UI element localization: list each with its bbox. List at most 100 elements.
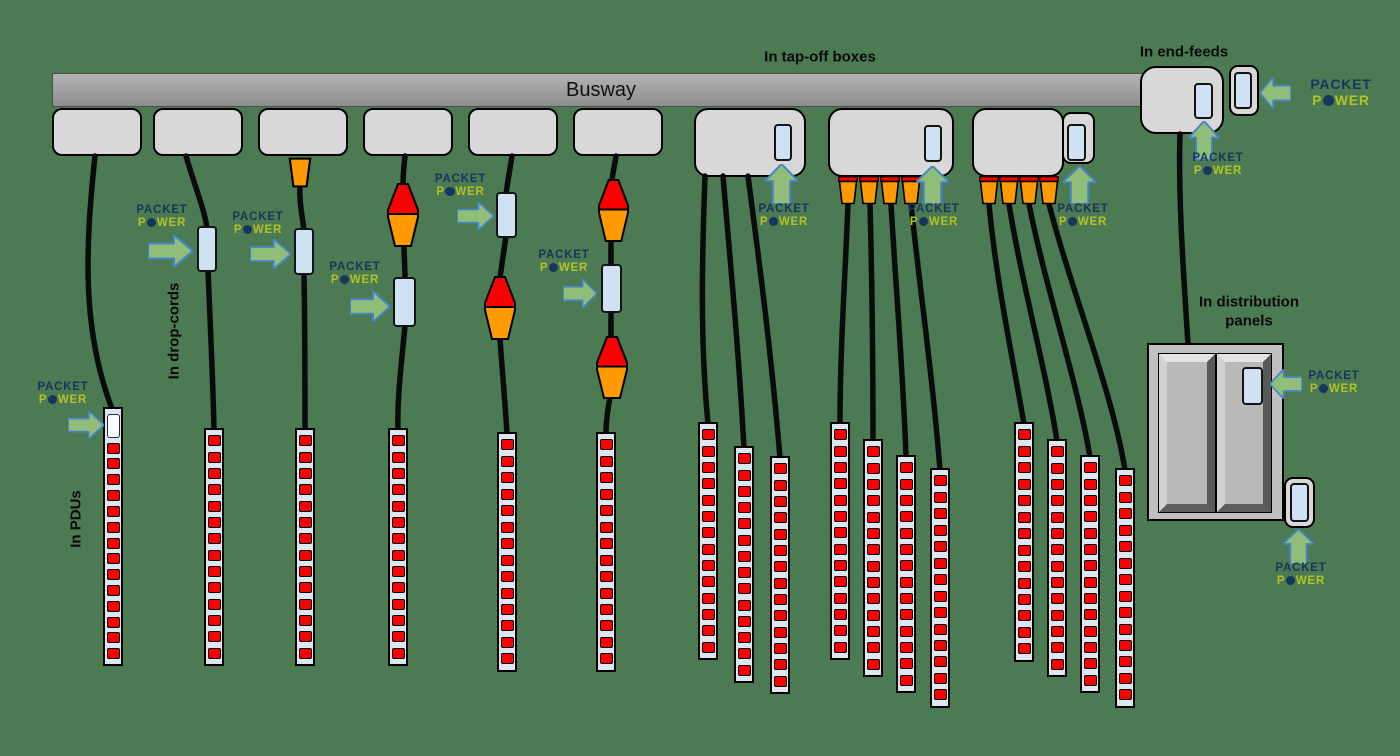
pdu-outlet	[899, 543, 913, 555]
pdu-outlet	[207, 516, 221, 528]
pdu-outlet	[701, 608, 715, 620]
pdu-outlet	[899, 478, 913, 490]
pdu-outlet	[1017, 462, 1031, 474]
pdu-strip	[1115, 468, 1135, 708]
pdu-outlet	[1083, 560, 1097, 572]
pdu-outlet	[1050, 446, 1064, 458]
tap-off-box	[363, 108, 453, 156]
pdu-outlet	[1050, 527, 1064, 539]
pdu-outlet	[391, 516, 405, 528]
pdu-outlet	[833, 461, 847, 473]
pdu-outlet	[207, 582, 221, 594]
up-arrow-icon	[765, 164, 798, 204]
pdu-outlet	[737, 469, 751, 481]
pdu-outlet	[933, 508, 947, 520]
pdu-outlet	[391, 598, 405, 610]
inline-fuse	[596, 336, 628, 399]
pdu-outlet	[599, 603, 613, 615]
busway-bar: Busway	[52, 73, 1150, 107]
pdu-outlet	[500, 636, 514, 648]
pdu-outlet	[298, 631, 312, 643]
power-cord	[1046, 201, 1128, 473]
pdu-outlet	[833, 641, 847, 653]
pdu-outlet	[899, 625, 913, 637]
pdu-outlet	[207, 484, 221, 496]
drop-cord-monitor	[601, 264, 622, 313]
power-cord	[745, 173, 783, 461]
right-arrow-icon	[563, 279, 597, 308]
pdu-outlet	[866, 609, 880, 621]
tap-off-box	[972, 108, 1064, 177]
brand-line-1: PACKET	[1192, 152, 1244, 164]
pdu-outlet	[933, 491, 947, 503]
pdu-outlet	[1083, 576, 1097, 588]
pdu-outlet	[1050, 642, 1064, 654]
pdu-outlet	[298, 467, 312, 479]
power-cord	[183, 153, 210, 231]
drop-cord-monitor	[496, 192, 517, 238]
brand-line-1: PACKET	[1057, 203, 1109, 215]
pdu-outlet	[1118, 607, 1132, 619]
pdu-outlet	[298, 451, 312, 463]
pdu-strip	[295, 428, 315, 666]
tap-off-box	[153, 108, 243, 156]
power-cord	[85, 153, 115, 412]
pdu-outlet	[1083, 592, 1097, 604]
pdu-outlet	[737, 583, 751, 595]
pdu-outlet	[773, 659, 787, 671]
tap-off-box	[573, 108, 663, 156]
pdu-outlet	[298, 582, 312, 594]
pdu-outlet	[391, 533, 405, 545]
pdu-outlet	[599, 554, 613, 566]
up-arrow-icon	[916, 166, 949, 204]
brand-line-1: PACKET	[908, 203, 960, 215]
drop-cord-monitor	[393, 277, 416, 327]
pdu-outlet	[391, 500, 405, 512]
pdu-outlet	[899, 592, 913, 604]
pdu-outlet	[1050, 593, 1064, 605]
pdu-outlet	[773, 675, 787, 687]
label-in-pdus: In PDUs	[67, 490, 85, 548]
pdu-outlet	[1050, 478, 1064, 490]
pdu-outlet	[298, 614, 312, 626]
pdu-outlet	[737, 534, 751, 546]
pdu-outlet	[298, 435, 312, 447]
pdu-outlet	[500, 439, 514, 451]
power-cord	[497, 335, 510, 437]
pdu-outlet	[701, 592, 715, 604]
pdu-outlet	[298, 549, 312, 561]
pdu-outlet	[899, 511, 913, 523]
pdu-outlet	[298, 484, 312, 496]
pdu-outlet	[1118, 557, 1132, 569]
power-cord	[720, 173, 747, 451]
power-cord	[503, 153, 515, 197]
brand-o-dot	[548, 262, 559, 273]
pdu-outlet	[106, 632, 120, 644]
pdu-strip	[734, 446, 754, 683]
pdu-outlet	[773, 495, 787, 507]
pdu-outlet	[866, 576, 880, 588]
pdu-strip	[204, 428, 224, 666]
tap-off-connector	[859, 176, 879, 205]
pdu-outlet	[106, 600, 120, 612]
pdu-outlet	[207, 533, 221, 545]
pdu-outlet	[773, 528, 787, 540]
pdu-outlet	[737, 453, 751, 465]
brand-line-1: PACKET	[434, 173, 487, 185]
pdu-outlet	[933, 607, 947, 619]
label-in-tap-off-boxes: In tap-off boxes	[764, 48, 876, 66]
pdu-outlet	[1118, 590, 1132, 602]
pdu-outlet	[1017, 445, 1031, 457]
pdu-outlet	[833, 510, 847, 522]
tap-off-connector	[979, 176, 999, 205]
tap-off-connector	[838, 176, 858, 205]
pdu-outlet	[1017, 511, 1031, 523]
pdu-outlet	[106, 458, 120, 470]
